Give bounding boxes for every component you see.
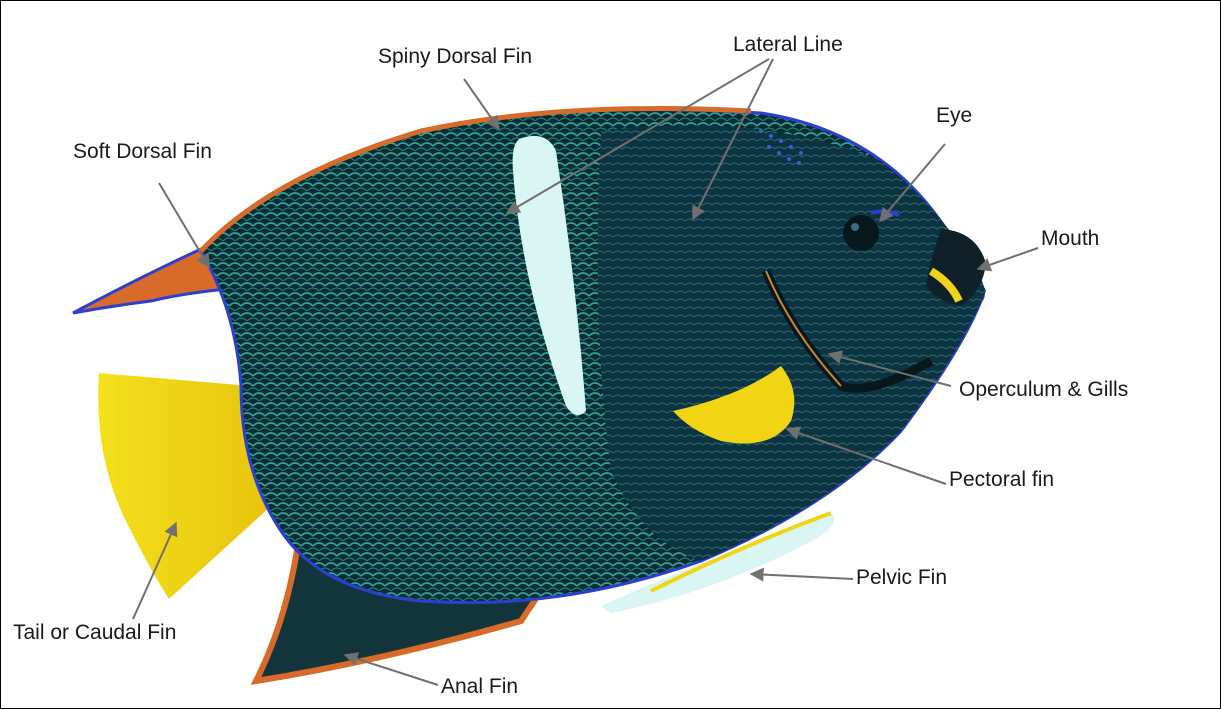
leader-soft-dorsal bbox=[159, 183, 209, 267]
label-pectoral-fin: Pectoral fin bbox=[949, 469, 1054, 490]
label-eye: Eye bbox=[936, 105, 972, 126]
label-operculum-gills: Operculum & Gills bbox=[959, 379, 1128, 400]
leader-anal bbox=[345, 655, 438, 685]
label-tail-caudal-fin: Tail or Caudal Fin bbox=[13, 622, 176, 643]
label-anal-fin: Anal Fin bbox=[441, 676, 518, 697]
fish-head-shape bbox=[598, 125, 986, 561]
eye-shape bbox=[843, 215, 879, 251]
leader-pelvic bbox=[751, 574, 853, 579]
label-lateral-line: Lateral Line bbox=[733, 34, 843, 55]
leader-mouth bbox=[978, 248, 1038, 269]
label-mouth: Mouth bbox=[1041, 228, 1099, 249]
label-pelvic-fin: Pelvic Fin bbox=[856, 567, 947, 588]
label-soft-dorsal-fin: Soft Dorsal Fin bbox=[73, 141, 212, 162]
label-spiny-dorsal-fin: Spiny Dorsal Fin bbox=[378, 46, 532, 67]
